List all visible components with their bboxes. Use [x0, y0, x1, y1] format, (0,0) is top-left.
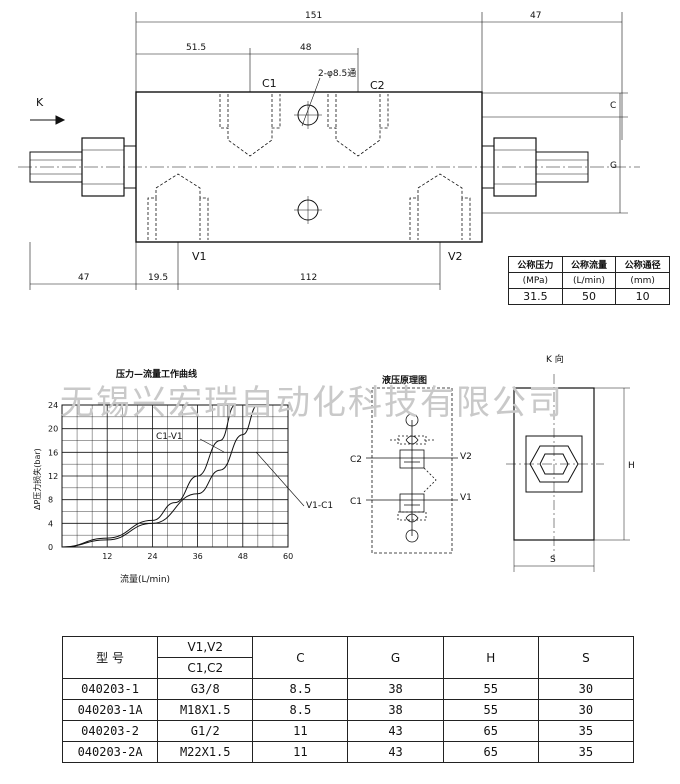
k-view-title: K 向	[546, 353, 564, 365]
dim-left: 47	[78, 273, 89, 283]
chart-ylabel: ΔP压力损失(bar)	[32, 448, 42, 510]
model-cell: 35	[537, 741, 635, 763]
dim-d3: 19.5	[148, 273, 168, 283]
port-v2-label: V2	[448, 250, 463, 263]
model-header-c: C	[252, 636, 349, 679]
model-cell: 38	[347, 699, 444, 721]
model-cell: 30	[537, 699, 635, 721]
model-cell: 35	[537, 720, 635, 742]
hydraulic-title: 液压原理图	[382, 374, 427, 386]
model-cell: 8.5	[252, 678, 349, 700]
dim-overall: 151	[305, 11, 322, 21]
chart-xtick-label: 48	[238, 552, 248, 561]
chart-xtick-label: 36	[193, 552, 203, 561]
chart-title: 压力—流量工作曲线	[116, 368, 197, 380]
model-header-h: H	[442, 636, 539, 679]
drawing-labels: 151 47 51.5 48 C G 47 19.5 112 K C1 C2 2…	[36, 11, 617, 283]
chart-xtick-label: 60	[283, 552, 293, 561]
hydraulic-v1-label: V1	[460, 493, 472, 503]
valve-drawing	[18, 12, 640, 290]
dim-c: C	[610, 101, 616, 111]
model-header-type: 型 号	[61, 636, 159, 679]
model-cell: G3/8	[157, 678, 254, 700]
dim-g: G	[610, 161, 617, 171]
chart-ytick-label: 12	[48, 472, 58, 481]
chart-ytick-label: 8	[48, 496, 53, 505]
chart-series-label: V1-C1	[306, 501, 333, 511]
model-cell: 43	[347, 720, 444, 742]
dim-d1: 51.5	[186, 43, 206, 53]
chart-series-group	[61, 404, 259, 548]
model-cell: 040203-1	[61, 678, 159, 700]
hydraulic-schematic: 液压原理图 C2 C1 V2 V1	[350, 374, 472, 554]
port-c1-label: C1	[262, 77, 277, 90]
hydraulic-c2-label: C2	[350, 455, 362, 465]
spec-value-pressure: 31.5	[508, 288, 563, 305]
model-cell: 040203-2	[61, 720, 159, 742]
spec-table: 公称压力 公称流量 公称通径 (MPa) (L/min) (mm) 31.5 5…	[508, 256, 670, 305]
chart-series-line	[61, 404, 259, 548]
model-header-s: S	[537, 636, 635, 679]
watermark-text: 无锡兴宏瑞自动化科技有限公司	[60, 383, 564, 423]
model-header-v1v2: V1,V2	[157, 636, 254, 658]
model-cell: 65	[442, 720, 539, 742]
chart-ytick-label: 20	[48, 425, 58, 434]
model-cell: M22X1.5	[157, 741, 254, 763]
port-v1-label: V1	[192, 250, 207, 263]
model-header-g: G	[347, 636, 444, 679]
chart-grid	[61, 404, 289, 548]
chart-ytick-label: 4	[48, 519, 53, 528]
chart-xtick-label: 24	[147, 552, 157, 561]
model-header-c1c2: C1,C2	[157, 657, 254, 679]
model-cell: 55	[442, 699, 539, 721]
chart-ytick-label: 24	[48, 401, 58, 410]
k-label: K	[36, 96, 44, 109]
dim-right: 47	[530, 11, 541, 21]
model-cell: 040203-2A	[61, 741, 159, 763]
model-cell: 11	[252, 741, 349, 763]
chart-leader-line	[199, 438, 225, 453]
chart-series-line	[61, 404, 236, 548]
model-cell: 8.5	[252, 699, 349, 721]
chart-leader-line	[255, 451, 305, 507]
spec-value-flow: 50	[561, 288, 617, 305]
dim-d2: 48	[300, 43, 312, 53]
model-cell: M18X1.5	[157, 699, 254, 721]
chart-ytick-label: 0	[48, 543, 53, 552]
model-cell: 43	[347, 741, 444, 763]
model-cell: 38	[347, 678, 444, 700]
hydraulic-v2-label: V2	[460, 452, 472, 462]
chart-xlabel: 流量(L/min)	[120, 573, 170, 585]
k-view-drawing: K 向 H S	[506, 353, 635, 572]
model-cell: 11	[252, 720, 349, 742]
chart-xtick-label: 12	[102, 552, 112, 561]
k-view-h-label: H	[628, 461, 635, 471]
model-cell: 55	[442, 678, 539, 700]
model-cell: G1/2	[157, 720, 254, 742]
port-c2-label: C2	[370, 79, 385, 92]
hole-label: 2-φ8.5通	[318, 68, 356, 79]
dim-d4: 112	[300, 273, 317, 283]
model-cell: 30	[537, 678, 635, 700]
spec-value-diameter: 10	[615, 288, 670, 305]
chart-ytick-label: 16	[48, 448, 58, 457]
model-cell: 65	[442, 741, 539, 763]
k-view-s-label: S	[550, 555, 556, 565]
model-cell: 040203-1A	[61, 699, 159, 721]
chart-series-label: C1-V1	[156, 432, 183, 442]
hydraulic-c1-label: C1	[350, 497, 362, 507]
watermark: 无锡兴宏瑞自动化科技有限公司	[60, 383, 564, 423]
